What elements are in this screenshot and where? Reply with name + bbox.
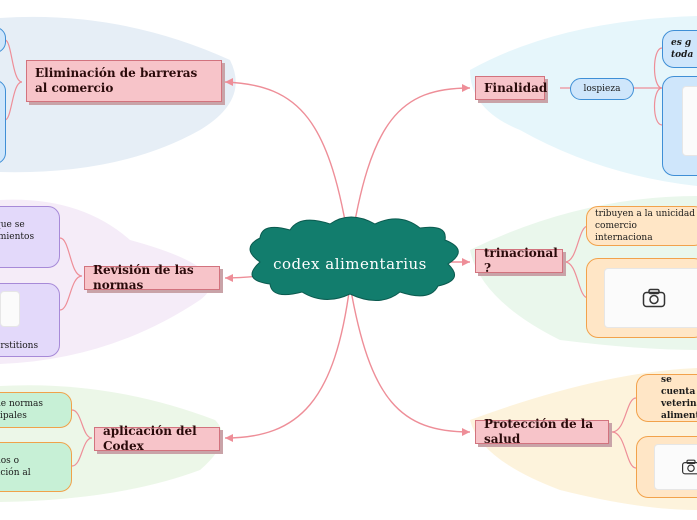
subtopic-aplicacion-1[interactable]: ne normas cipales xyxy=(0,392,72,428)
sublink-aplicacion xyxy=(71,409,93,467)
topic-proteccion[interactable]: Protección de la salud xyxy=(475,417,609,446)
subtopic-proteccion-1[interactable]: se cuenta veterinar alimenta xyxy=(636,374,697,422)
arrow-revision xyxy=(225,274,233,282)
camera-icon xyxy=(682,459,697,475)
subtopic-trinacional-1[interactable]: tribuyen a la unicidad comercio internac… xyxy=(586,206,697,246)
arrow-aplicacion xyxy=(225,434,233,442)
subtopic-eliminacion-2[interactable] xyxy=(0,80,6,164)
camera-icon xyxy=(642,288,666,308)
arrow-eliminacion xyxy=(225,78,233,86)
arrow-finalidad xyxy=(462,84,470,92)
region-finalidad xyxy=(470,16,697,186)
arrow-trinacional xyxy=(462,258,470,266)
subtopic-aplicacion-2[interactable]: dos o ación al xyxy=(0,442,72,492)
proteccion-image-placeholder xyxy=(654,444,697,490)
topic-aplicacion[interactable]: aplicación del Codex xyxy=(94,424,220,453)
topic-finalidad[interactable]: Finalidad xyxy=(475,76,547,100)
topic-trinacional[interactable]: trinacional ? xyxy=(475,246,563,275)
link-proteccion xyxy=(349,284,471,433)
finalidad-image-placeholder xyxy=(682,86,697,156)
arrow-proteccion xyxy=(462,428,470,436)
subtopic-finalidad-1[interactable]: es g toda xyxy=(662,30,697,68)
sublink-proteccion xyxy=(611,397,637,469)
sublink-eliminacion xyxy=(4,39,23,121)
link-finalidad xyxy=(349,87,471,251)
subtopic-finalidad-lospieza[interactable]: lospieza xyxy=(570,78,634,100)
link-eliminacion xyxy=(224,81,351,251)
topic-eliminacion[interactable]: Eliminación de barreras al comercio xyxy=(26,60,222,102)
central-topic[interactable]: codex alimentarius xyxy=(273,255,427,273)
revision-image-placeholder xyxy=(0,291,20,327)
link-aplicacion xyxy=(224,284,351,439)
topic-revision[interactable]: Revisión de las normas xyxy=(84,263,220,292)
sublink-revision xyxy=(59,237,83,311)
subtopic-revision-1[interactable]: que se imientos s xyxy=(0,206,60,268)
trinacional-image-placeholder xyxy=(604,268,697,328)
sublink-trinacional xyxy=(564,225,589,299)
